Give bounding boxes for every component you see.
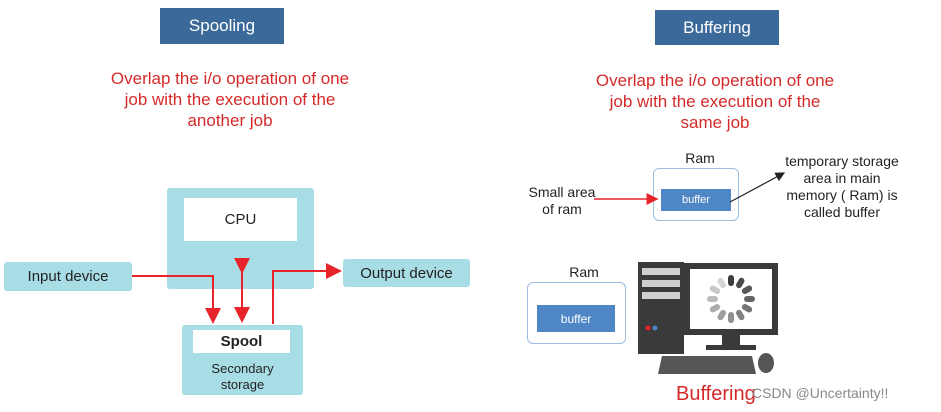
temp-storage-line-2: area in main — [803, 170, 881, 186]
loading-spinner-icon — [707, 275, 755, 323]
spinner-spoke — [717, 309, 726, 321]
spinner-spoke — [744, 296, 755, 302]
spinner-spoke — [736, 277, 745, 289]
temp-storage-line-3: memory ( Ram) is — [786, 187, 898, 203]
spool-to-output-arrow — [272, 263, 342, 324]
ram-label-2: Ram — [569, 264, 599, 280]
spinner-spoke — [707, 296, 718, 302]
buffering-description-line-2: job with the execution of the — [609, 92, 821, 111]
spinner-spoke — [741, 285, 753, 294]
input-to-spool-arrow — [132, 275, 221, 324]
spinner-spoke — [709, 285, 721, 294]
input-device-box: Input device — [4, 262, 132, 291]
spooling-description: Overlap the i/o operation of one job wit… — [80, 68, 380, 131]
spooling-description-line-2: job with the execution of the — [124, 90, 336, 109]
small-area-line-1: Small area — [528, 184, 596, 200]
cpu-label: CPU — [184, 198, 297, 241]
small-area-label: Small area of ram — [513, 184, 611, 218]
computer-illustration — [638, 262, 778, 374]
small-area-line-2: of ram — [542, 201, 582, 217]
buffer-block-2: buffer — [537, 305, 615, 332]
buffering-description: Overlap the i/o operation of one job wit… — [560, 70, 870, 133]
spinner-spoke — [736, 309, 745, 321]
spool-label: Spool — [193, 330, 290, 353]
buffering-title: Buffering — [655, 10, 779, 45]
buffering-description-line-1: Overlap the i/o operation of one — [595, 71, 835, 90]
spinner-spoke — [728, 312, 734, 323]
temp-storage-line-4: called buffer — [803, 204, 880, 220]
temp-storage-line-1: temporary storage — [785, 153, 899, 169]
secondary-storage-line-1: Secondary — [211, 361, 274, 376]
ram-label: Ram — [685, 150, 715, 166]
secondary-storage-line-2: storage — [220, 377, 265, 392]
buffering-description-line-3: same job — [680, 113, 750, 132]
temp-storage-arrow — [729, 172, 786, 203]
output-device-box: Output device — [343, 259, 470, 287]
buffer-block: buffer — [661, 189, 731, 211]
watermark: CSDN @Uncertainty!! — [752, 385, 889, 401]
buffering-caption: Buffering — [676, 383, 756, 405]
spinner-spoke — [728, 275, 734, 286]
secondary-storage-label: Secondary storage — [182, 361, 303, 393]
temp-storage-label: temporary storage area in main memory ( … — [762, 153, 922, 221]
spinner-spoke — [717, 277, 726, 289]
spooling-title: Spooling — [160, 8, 284, 44]
spooling-description-line-3: another job — [187, 111, 273, 130]
spooling-description-line-1: Overlap the i/o operation of one — [110, 69, 350, 88]
spinner-spoke — [709, 304, 721, 313]
spinner-spoke — [741, 304, 753, 313]
